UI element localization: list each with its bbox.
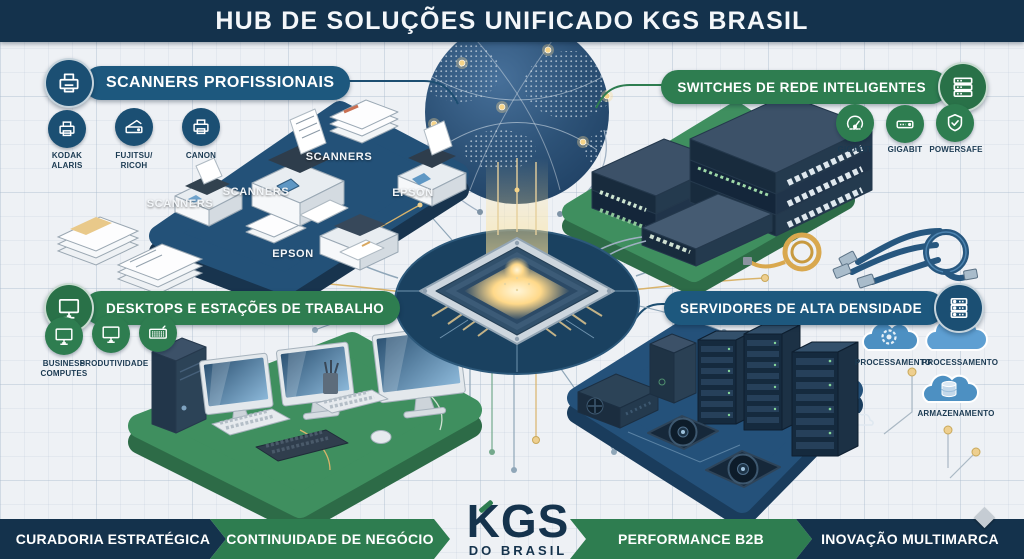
header-bar: HUB DE SOLUÇÕES UNIFICADO KGS BRASIL [0,0,1024,42]
printer-icon [48,110,86,148]
globe [425,20,613,217]
footer-segment: CONTINUIDADE DE NEGÓCIO [210,519,450,559]
cloud-label: PROCESSAMENTO [854,358,932,367]
monitor-icon [45,317,83,355]
scanner-icon [44,58,94,108]
cloud-label: PROCESSAMENTO [921,358,999,367]
scanner-devices [174,99,467,271]
footer-segment: CURADORIA ESTRATÉGICA [0,519,226,559]
central-chip [394,158,640,375]
platform-label: EPSON [392,187,434,199]
logo-text: KGS [466,494,570,547]
platform-label: SCANNERS [146,198,214,210]
section-title-desktops: DESKTOPS E ESTAÇÕES DE TRABALHO [84,291,401,325]
section-title-servers: SERVIDORES DE ALTA DENSIDADE [664,291,944,325]
cloud-database-icon [922,373,979,404]
feature-label: GIGABIT [837,145,873,154]
section-header-switches: SWITCHES DE REDE INTELIGENTES [661,62,988,112]
server-devices [577,324,859,488]
footer-segment-label: CONTINUIDADE DE NEGÓCIO [226,531,434,547]
keyboard-icon [139,314,177,352]
feature-label: POWERSAFE [929,145,983,154]
footer-segment: PERFORMANCE B2B [570,519,812,559]
section-title-switches: SWITCHES DE REDE INTELIGENTES [661,70,948,104]
shield-check-icon [936,104,974,142]
switch-devices [584,94,873,272]
switch-icon [886,105,924,143]
footer-segment-label: PERFORMANCE B2B [617,531,765,547]
desktop-devices [151,324,466,462]
brand-label: KODAK ALARIS [51,151,83,170]
section-header-servers: SERVIDORES DE ALTA DENSIDADE [664,283,984,333]
section-header-desktops: DESKTOPS E ESTAÇÕES DE TRABALHO [44,283,401,333]
switch-stack-icon [938,62,988,112]
monitor-icon [92,315,130,353]
printer-icon [182,108,220,146]
footer-segment: INOVAÇÃO MULTIMARCA [796,519,1024,559]
feature-label: PRODUTIVIDADE [79,359,149,368]
logo-subtitle: DO BRASIL [468,543,568,558]
footer-segment-label: INOVAÇÃO MULTIMARCA [821,531,999,547]
platform-label: EPSON [272,248,314,260]
speedometer-icon [836,104,874,142]
platform-label: SCANNERS [305,151,373,163]
platform-label: SCANNERS [222,186,290,198]
kgs-logo: KGS DO BRASIL [448,494,588,558]
feature-label: GIGABIT [887,145,923,154]
page-title: HUB DE SOLUÇÕES UNIFICADO KGS BRASIL [215,6,809,35]
document-stacks [56,216,204,295]
cloud-label: ARMAZENAMENTO [917,409,995,418]
cloud-gear-icon [862,321,919,352]
brand-label: CANON [185,151,217,160]
feature-label: BUSINESS COMPUTES [40,359,88,378]
flatbed-scanner-icon [115,108,153,146]
brand-label: FUJITSU/ RICOH [115,151,153,170]
footer-segment-label: CURADORIA ESTRATÉGICA [15,531,211,547]
section-header-scanners: SCANNERS PROFISSIONAIS [44,58,351,108]
ethernet-cables [832,228,979,289]
server-rack-icon [934,283,984,333]
section-title-scanners: SCANNERS PROFISSIONAIS [84,66,351,100]
